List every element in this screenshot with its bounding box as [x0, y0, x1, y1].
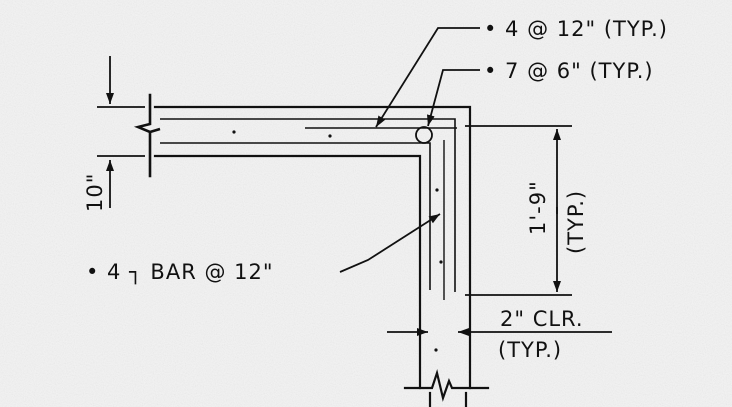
- aggregate-dot: [434, 348, 438, 352]
- concrete-inner-edge: [153, 154, 422, 390]
- label-corner-bar: • 7 @ 6" (TYP.): [484, 59, 654, 83]
- slab-break-line: [133, 93, 161, 178]
- label-wall-length-typ: (TYP.): [564, 190, 588, 254]
- wall-break-line: [403, 369, 490, 402]
- leader-corner-bar: [426, 69, 480, 127]
- label-slab-thickness: 10": [83, 173, 107, 212]
- label-l-bar: • 4 ┐ BAR @ 12": [86, 260, 274, 285]
- label-top-bar: • 4 @ 12" (TYP.): [484, 17, 668, 41]
- leader-l-bar: [339, 213, 441, 273]
- label-wall-length: 1'-9": [526, 180, 550, 235]
- l-bar-outer-layer: [160, 118, 456, 292]
- aggregate-dot: [232, 130, 236, 134]
- leader-top-bar: [375, 27, 480, 128]
- aggregate-dot: [435, 188, 439, 192]
- label-clearance-typ: (TYP.): [498, 338, 562, 362]
- label-clearance: 2" CLR.: [500, 307, 584, 331]
- l-bar-inner-layer: [160, 142, 431, 290]
- aggregate-dot: [328, 134, 332, 138]
- corner-bar-7-circle: [415, 126, 433, 144]
- aggregate-dot: [439, 260, 443, 264]
